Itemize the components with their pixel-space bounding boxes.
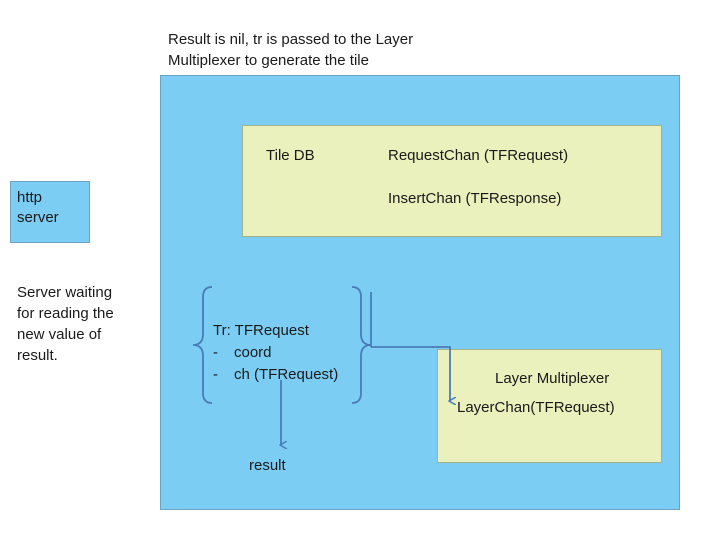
tr-field-bullet: - xyxy=(213,344,218,361)
tr-field-label: ch (TFRequest) xyxy=(234,366,339,383)
server-waiting-line-2: for reading the xyxy=(17,305,114,322)
right-brace xyxy=(351,286,372,404)
request-chan-label: RequestChan (TFRequest) xyxy=(388,147,569,164)
layer-chan-label: LayerChan(TFRequest) xyxy=(457,399,615,416)
server-waiting-line-1: Server waiting xyxy=(17,284,113,301)
http-server-label-line-1: http xyxy=(17,189,43,206)
tr-field-bullet: - xyxy=(213,366,218,383)
http-server-box: http server xyxy=(10,181,90,243)
server-waiting-note: Server waiting for reading the new value… xyxy=(17,282,114,366)
insert-chan-label: InsertChan (TFResponse) xyxy=(388,190,562,207)
caption-line-2: Multiplexer to generate the tile xyxy=(168,52,369,69)
server-waiting-line-3: new value of xyxy=(17,326,102,343)
tr-struct-header: Tr: TFRequest xyxy=(213,322,309,339)
tr-field-label: coord xyxy=(234,344,272,361)
caption-line-1: Result is nil, tr is passed to the Layer xyxy=(168,31,414,48)
layer-multiplexer-box xyxy=(437,349,662,463)
arrow-to-layer-multiplexer xyxy=(371,346,450,401)
result-label: result xyxy=(249,457,286,474)
tile-db-title: Tile DB xyxy=(266,147,315,164)
server-waiting-line-4: result. xyxy=(17,347,58,364)
diagram-caption: Result is nil, tr is passed to the Layer… xyxy=(168,29,413,71)
tile-db-box xyxy=(242,125,662,237)
tr-field-coord: -coord xyxy=(213,343,272,363)
tr-field-ch: -ch (TFRequest) xyxy=(213,365,338,385)
http-server-label-line-2: server xyxy=(17,209,59,226)
left-brace xyxy=(192,286,213,404)
layer-multiplexer-title: Layer Multiplexer xyxy=(495,370,610,387)
